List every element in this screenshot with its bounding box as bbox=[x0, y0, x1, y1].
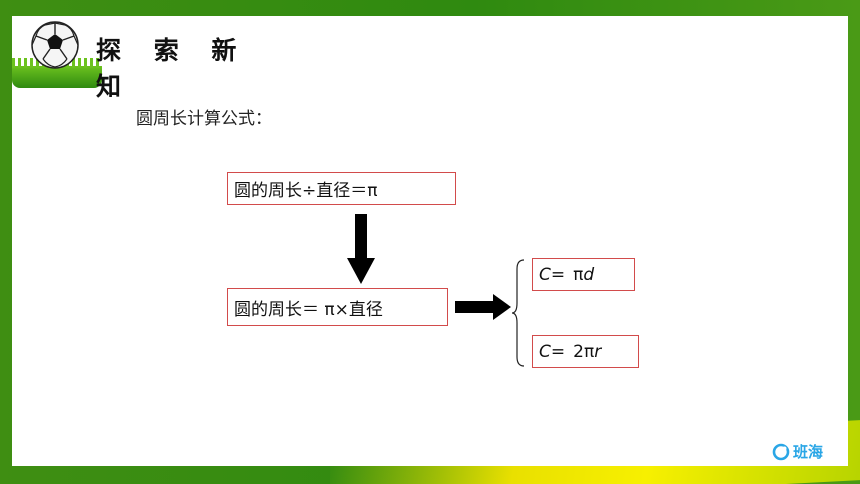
result1-diameter-symbol: d bbox=[583, 264, 595, 285]
result1-variable: C bbox=[539, 264, 551, 285]
result-box-radius: C = 2π r bbox=[532, 335, 639, 368]
result2-equals: = bbox=[550, 341, 566, 362]
right-arrow-icon bbox=[455, 294, 511, 320]
formula-intro-label: 圆周长计算公式： bbox=[136, 109, 272, 129]
result1-pi: π bbox=[573, 264, 584, 285]
banhai-logo: 班海 bbox=[772, 441, 823, 462]
result2-variable: C bbox=[539, 341, 551, 362]
formula-ratio-text: 圆的周长÷直径＝π bbox=[234, 181, 378, 201]
result2-radius-symbol: r bbox=[594, 341, 602, 362]
formula-box-circumference: 圆的周长＝ π×直径 bbox=[227, 288, 448, 326]
banhai-logo-icon bbox=[772, 443, 790, 460]
down-arrow-icon bbox=[347, 214, 375, 284]
brace-icon bbox=[511, 259, 525, 367]
result1-equals: = bbox=[550, 264, 566, 285]
slide-header: 探 索 新 知 bbox=[12, 16, 292, 101]
result-box-diameter: C = π d bbox=[532, 258, 635, 291]
content-panel bbox=[12, 16, 848, 466]
result2-coefficient: 2π bbox=[573, 341, 595, 362]
soccer-ball-icon bbox=[31, 21, 79, 69]
banhai-logo-text: 班海 bbox=[793, 443, 824, 461]
formula-circumference-text: 圆的周长＝ π×直径 bbox=[234, 299, 383, 320]
formula-box-ratio: 圆的周长÷直径＝π bbox=[227, 172, 456, 205]
page-title: 探 索 新 知 bbox=[96, 36, 249, 101]
